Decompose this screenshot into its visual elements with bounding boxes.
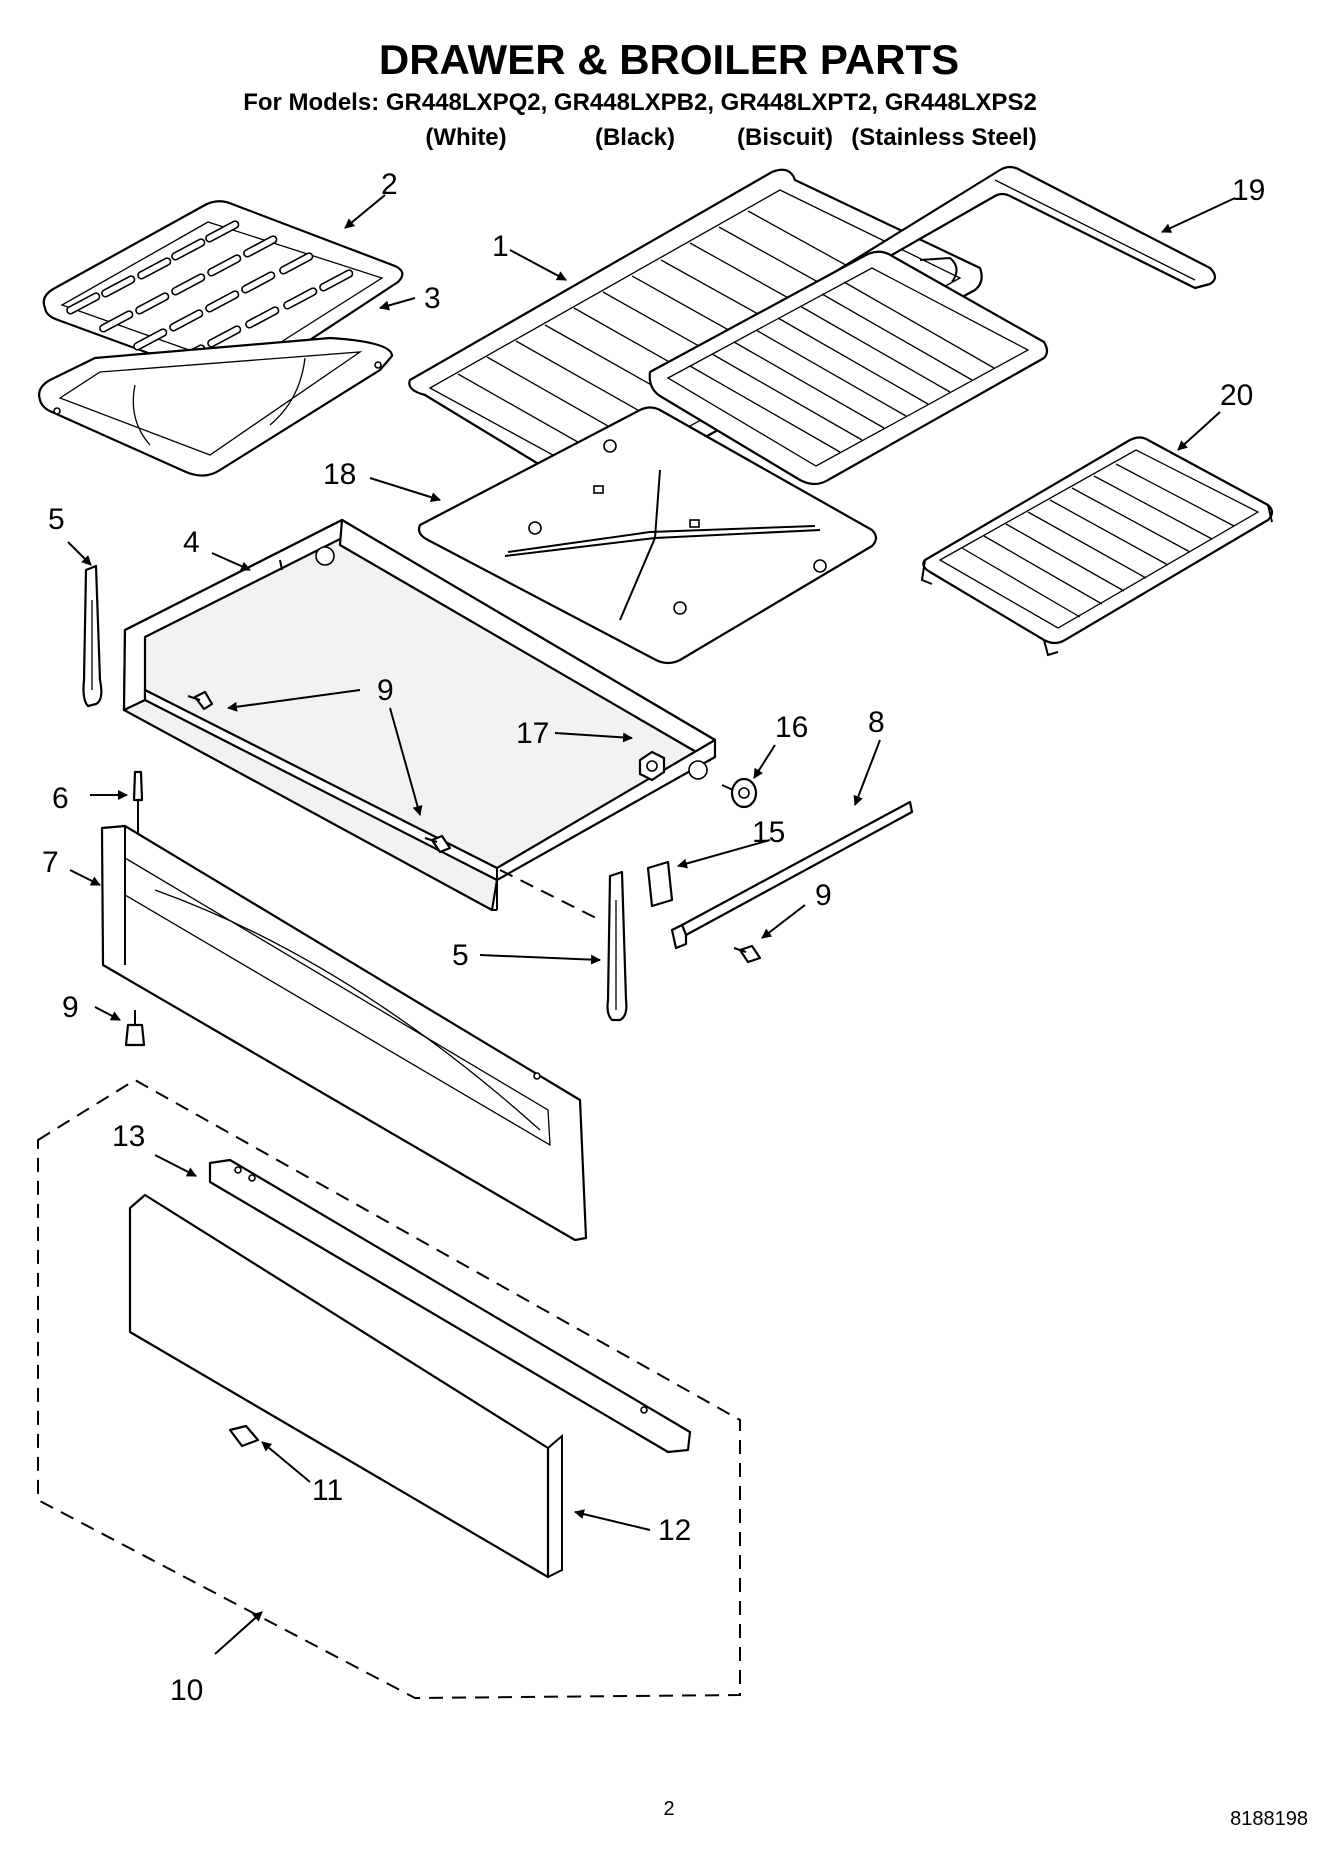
callout-1: 1 xyxy=(492,230,509,263)
screw xyxy=(733,944,762,964)
callout-10: 10 xyxy=(170,1674,203,1707)
models-line: For Models: GR448LXPQ2, GR448LXPB2, GR44… xyxy=(243,89,1037,116)
drawer-rail xyxy=(670,800,914,950)
drawer-front xyxy=(100,824,588,1242)
callout-9-c: 9 xyxy=(62,991,79,1024)
callout-7: 7 xyxy=(42,846,59,879)
callout-12: 12 xyxy=(658,1514,691,1547)
callout-16: 16 xyxy=(775,711,808,744)
rack-rail xyxy=(836,165,1217,290)
trim-strip xyxy=(208,1158,692,1454)
broiler-drawer-rack xyxy=(920,436,1274,657)
callout-20: 20 xyxy=(1220,379,1253,412)
callout-18: 18 xyxy=(323,458,356,491)
screw xyxy=(124,1010,146,1047)
document-number: 8188198 xyxy=(1230,1808,1308,1830)
pin xyxy=(132,770,144,836)
callout-17: 17 xyxy=(516,717,549,750)
access-panel xyxy=(128,1193,563,1579)
screw xyxy=(187,690,214,711)
callout-5-right: 5 xyxy=(452,939,469,972)
drawer-slide-left xyxy=(82,564,103,708)
oven-rack-2 xyxy=(648,250,1049,486)
callout-19: 19 xyxy=(1232,174,1265,207)
color-black: (Black) xyxy=(595,124,675,151)
color-biscuit: (Biscuit) xyxy=(737,124,833,151)
drawer-panel-kit-boundary xyxy=(37,869,741,1700)
callout-9-b: 9 xyxy=(815,879,832,912)
broiler-pan xyxy=(38,336,394,477)
callout-6: 6 xyxy=(52,782,69,815)
callout-2: 2 xyxy=(381,168,398,201)
drawer-body xyxy=(122,518,717,912)
bracket xyxy=(646,860,674,908)
drawer-liner xyxy=(417,406,878,665)
callout-15: 15 xyxy=(752,816,785,849)
page-number: 2 xyxy=(663,1798,674,1820)
color-white: (White) xyxy=(425,124,506,151)
callout-4: 4 xyxy=(183,526,200,559)
callout-9-a: 9 xyxy=(377,674,394,707)
callout-3: 3 xyxy=(424,282,441,315)
leader-lines xyxy=(67,194,1236,1655)
drawer-slide-right xyxy=(606,870,628,1022)
screw xyxy=(424,834,452,854)
callout-13: 13 xyxy=(112,1120,145,1153)
roller xyxy=(721,777,758,809)
callout-5-left: 5 xyxy=(48,503,65,536)
callout-8: 8 xyxy=(868,706,885,739)
nut xyxy=(638,750,666,782)
callout-11: 11 xyxy=(312,1474,343,1507)
page-title: DRAWER & BROILER PARTS xyxy=(379,36,959,83)
color-stainless: (Stainless Steel) xyxy=(851,124,1036,151)
clip xyxy=(228,1424,260,1448)
